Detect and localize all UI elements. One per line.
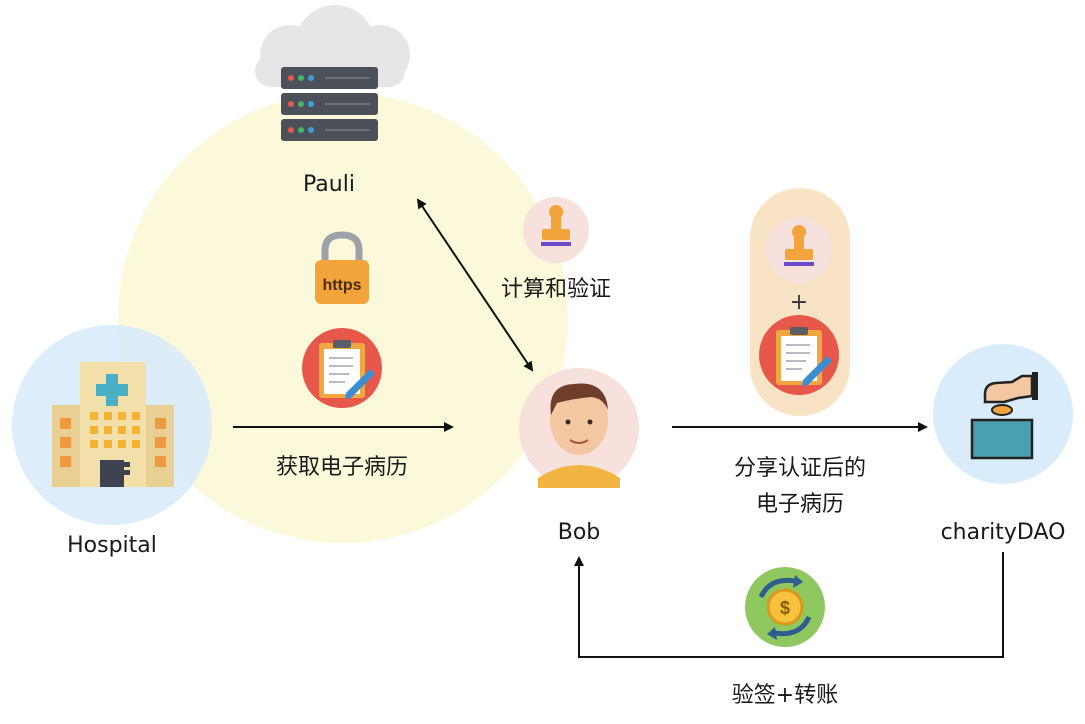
get-emr-label: 获取电子病历 [275,455,409,480]
padlock-icon: https [315,231,369,304]
coin-exchange-icon: $ [745,567,825,647]
bob-label: Bob [557,520,601,545]
share-label-line1: 分享认证后的 [733,456,867,481]
share-label-line2: 电子病历 [755,492,845,517]
certified-record-capsule: + [750,188,850,416]
hospital-icon [12,325,212,525]
clipboard-icon [302,328,382,408]
cloud-server-icon [255,5,410,141]
plus-sign: + [790,290,808,315]
pauli-label: Pauli [303,172,355,197]
https-label: https [322,277,361,294]
arrow-pauli-bob [416,198,534,372]
hospital-label: Hospital [67,533,157,558]
stamp-icon [523,197,589,263]
compute-verify-label: 计算和验证 [500,277,612,302]
avatar-icon [519,368,639,488]
donation-icon [933,344,1073,484]
verify-transfer-label: 验签+转账 [731,683,839,708]
coin-symbol: $ [780,598,790,618]
charity-label: charityDAO [940,520,1066,545]
arrow-charity-to-bob [574,552,1004,658]
